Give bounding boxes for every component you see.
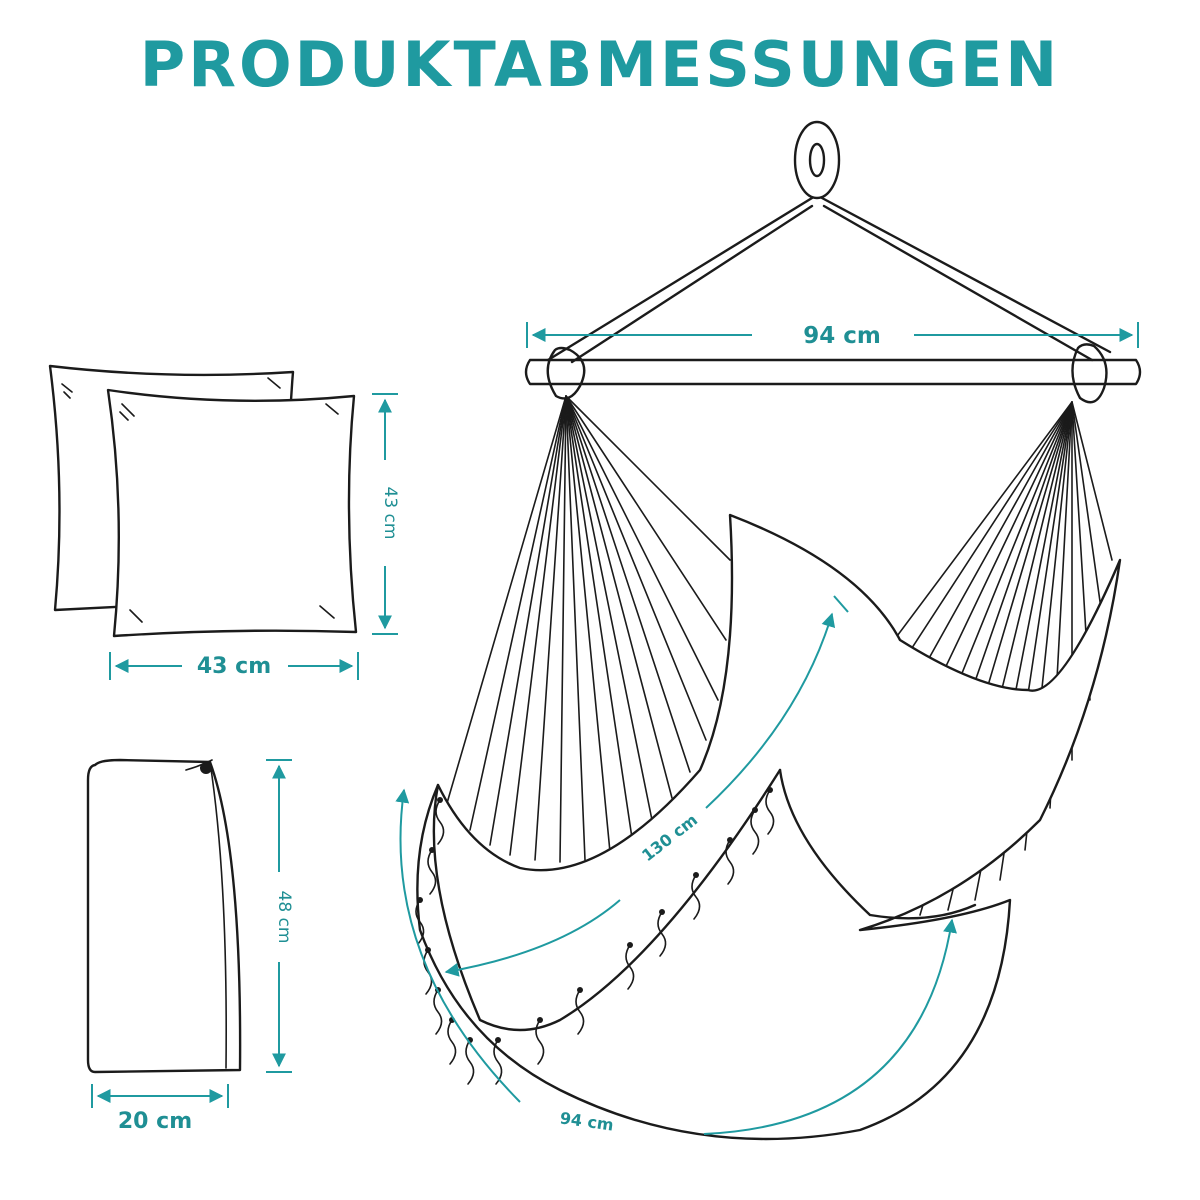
- page-title: PRODUKTABMESSUNGEN: [139, 28, 1061, 101]
- fringe-tassel: [435, 799, 445, 845]
- string-line: [565, 395, 633, 839]
- fringe-tassel: [427, 849, 437, 895]
- pillow-height-label: 43 cm: [380, 487, 400, 540]
- fringe: [415, 787, 775, 1085]
- string-line: [565, 395, 673, 799]
- fringe-knot: [417, 897, 423, 903]
- string-line: [565, 395, 586, 861]
- cushion-depth-label: 20 cm: [118, 1109, 192, 1134]
- string-line: [534, 395, 567, 861]
- pillow-height-dimension: 43 cm: [372, 393, 400, 635]
- fringe-tassel: [493, 1039, 503, 1085]
- fringe-knot: [659, 909, 665, 915]
- fringe-knot: [727, 837, 733, 843]
- string-line: [565, 395, 727, 641]
- chair-bottom-length-label: 94 cm: [559, 1108, 615, 1134]
- fringe-tassel: [750, 809, 760, 855]
- fringe-tassel: [657, 911, 667, 957]
- fringe-knot: [577, 987, 583, 993]
- string-line: [509, 395, 567, 856]
- chair-bar-width-label: 94 cm: [803, 323, 881, 349]
- fringe-tassel: [535, 1019, 545, 1065]
- fringe-knot: [693, 872, 699, 878]
- cushion-illustration: [86, 758, 242, 1074]
- chair-bar-width-dimension: 94 cm: [526, 322, 1139, 349]
- fringe-tassel: [465, 1039, 475, 1085]
- pillows-illustration: [48, 364, 358, 638]
- string-line: [565, 395, 611, 853]
- string-line: [444, 395, 567, 811]
- cushion-height-label: 48 cm: [274, 891, 294, 944]
- string-line: [559, 395, 567, 863]
- hammock-chair-illustration: [415, 120, 1142, 1141]
- fringe-knot: [437, 797, 443, 803]
- chair-bottom-length-dimension: 94 cm: [395, 788, 957, 1135]
- fringe-tassel: [575, 989, 585, 1035]
- fringe-knot: [495, 1037, 501, 1043]
- string-line: [1071, 401, 1113, 561]
- fringe-tassel: [691, 874, 701, 920]
- fringe-knot: [627, 942, 633, 948]
- fringe-tassel: [765, 789, 775, 835]
- string-line: [1071, 401, 1105, 631]
- fringe-knot: [537, 1017, 543, 1023]
- fringe-knot: [752, 807, 758, 813]
- string-line: [565, 395, 731, 561]
- fringe-knot: [429, 847, 435, 853]
- cushion-depth-dimension: 20 cm: [91, 1084, 229, 1134]
- fringe-knot: [425, 947, 431, 953]
- fringe-tassel: [725, 839, 735, 885]
- pillow-width-label: 43 cm: [197, 654, 271, 679]
- fringe-knot: [767, 787, 773, 793]
- string-line: [469, 395, 567, 831]
- string-line: [489, 395, 567, 846]
- fringe-tassel: [415, 899, 425, 945]
- fringe-tassel: [625, 944, 635, 990]
- cushion-height-dimension: 48 cm: [266, 759, 294, 1073]
- string-line: [565, 395, 719, 701]
- pillow-width-dimension: 43 cm: [109, 652, 359, 680]
- string-line: [565, 395, 653, 821]
- fringe-tassel: [433, 989, 443, 1035]
- left-strings: [444, 395, 731, 863]
- string-line: [565, 395, 691, 773]
- fringe-tassel: [447, 1019, 457, 1065]
- string-line: [565, 395, 707, 741]
